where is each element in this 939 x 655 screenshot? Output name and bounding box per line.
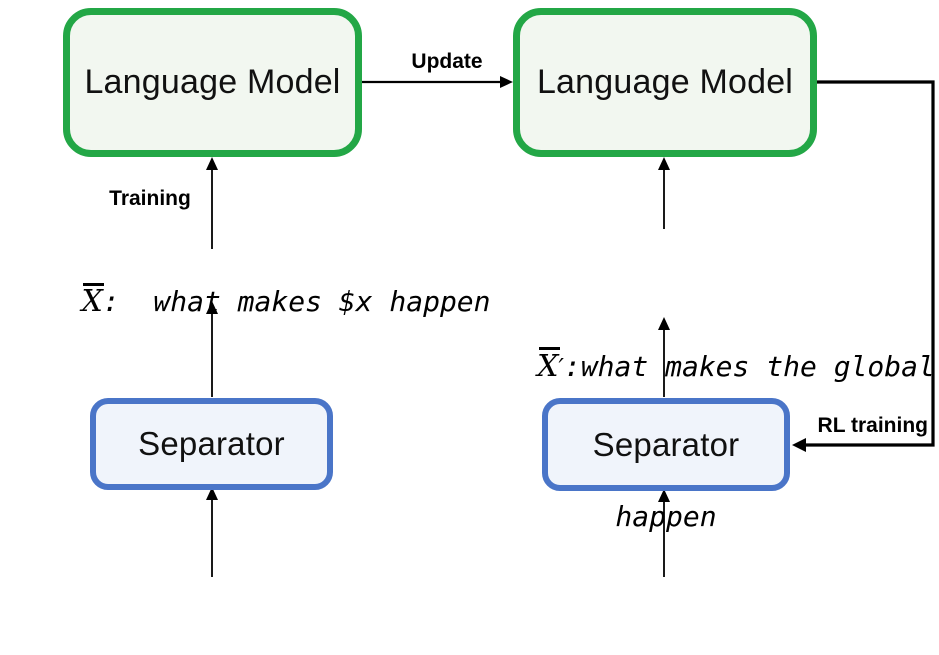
prime-mark: ′ <box>558 354 564 382</box>
separator-box-right: Separator <box>542 398 790 491</box>
xbar-prompt-left: X: what makes $x happen <box>14 251 491 352</box>
language-model-box-right: Language Model <box>513 8 817 157</box>
separator-label-left: Separator <box>138 425 285 462</box>
xbar-prompt-right: X′:what makes the global $x happen <box>436 237 935 609</box>
xbar-symbol-right: X <box>537 347 560 384</box>
input-to-separator-arrow-left <box>206 487 218 577</box>
separator-box-left: Separator <box>90 398 333 490</box>
language-model-label-right: Language Model <box>536 63 794 101</box>
text-to-lm-arrow-right <box>658 157 670 229</box>
xbar-prompt-right-line1: X′:what makes the global $x <box>436 311 935 424</box>
training-label: Training <box>109 187 191 210</box>
update-arrow <box>362 76 513 88</box>
training-arrow-left <box>206 157 218 249</box>
language-model-box-left: Language Model <box>63 8 362 157</box>
input-text-left: X: what makes the world war II happen? <box>3 585 423 655</box>
xbar-rest-right: :what makes the global $x <box>563 350 935 383</box>
rl-training-label: RL training <box>817 414 928 437</box>
language-model-label-left: Language Model <box>84 63 341 101</box>
input-text-right: X′: what makes the global warming happen… <box>455 585 885 655</box>
xbar-prompt-right-line2: happen <box>615 500 717 533</box>
separator-label-right: Separator <box>592 425 740 463</box>
xbar-rest-left: : what makes $x happen <box>102 285 491 318</box>
xbar-symbol-left: X <box>81 283 105 319</box>
update-label: Update <box>411 50 483 73</box>
